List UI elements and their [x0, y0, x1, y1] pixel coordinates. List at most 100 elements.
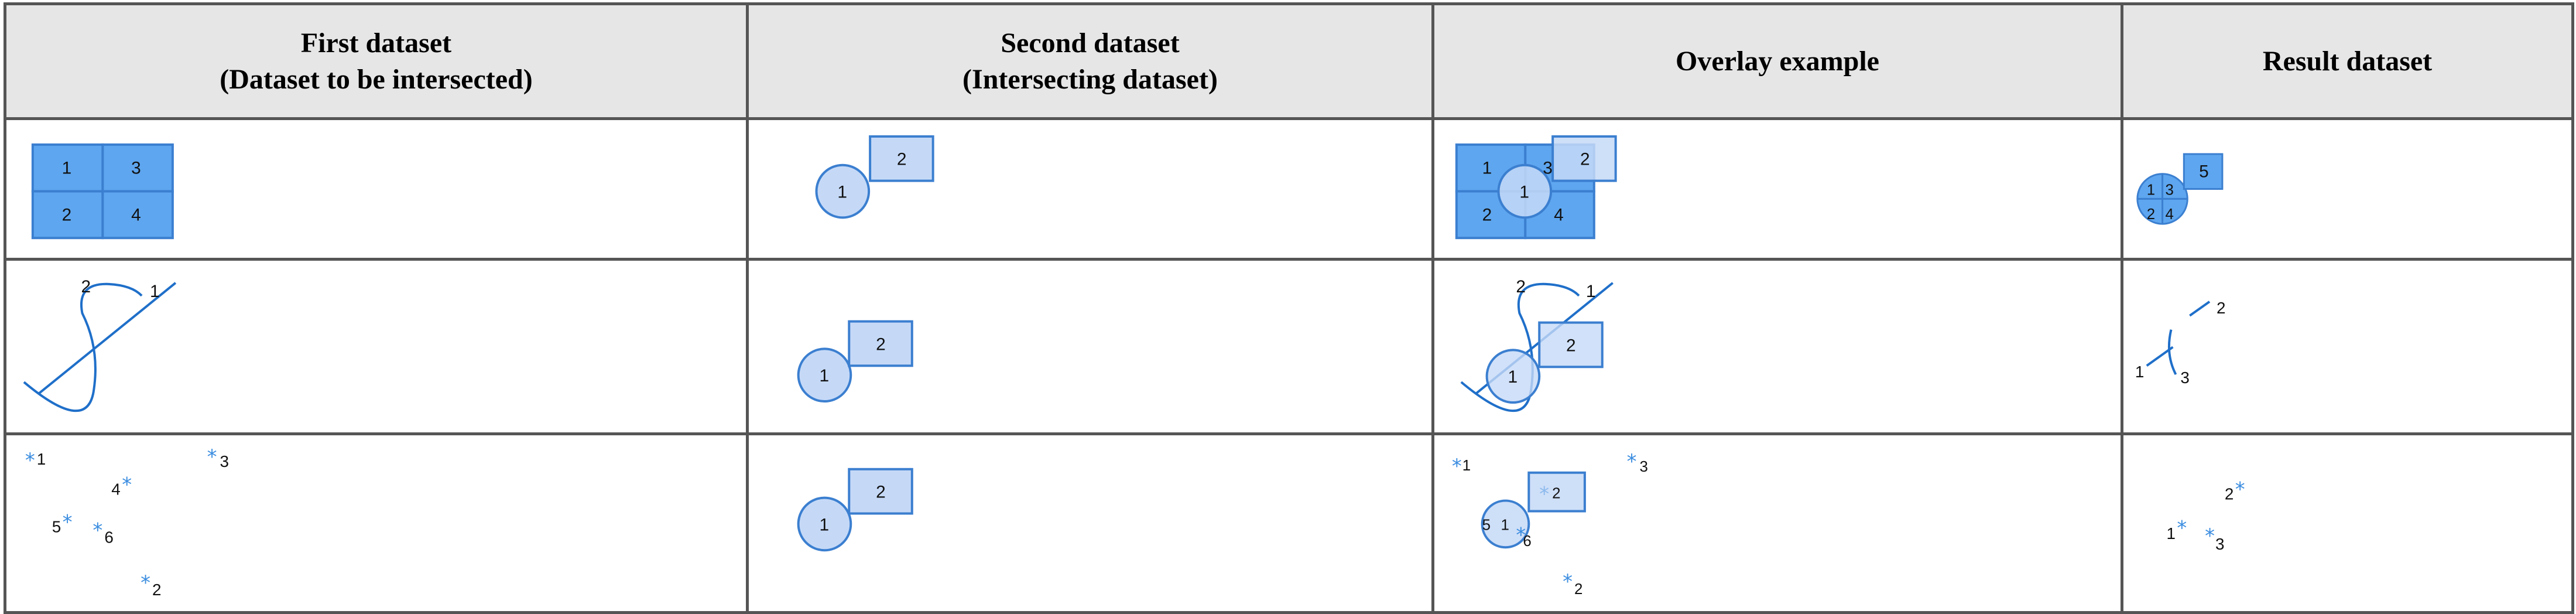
intersect-circle	[815, 163, 871, 219]
result-label-2: 2	[2147, 206, 2155, 223]
result-label-5: 5	[2199, 162, 2209, 182]
overlay-star-4-hidden: *	[1539, 482, 1549, 505]
line-overlay-cell: 2 1 1 2	[1431, 258, 2123, 435]
straight-line-1	[37, 282, 177, 395]
line-first-diagram: 2 1	[23, 277, 177, 412]
overlay-line-circle	[1485, 349, 1541, 404]
line-label-1: 1	[150, 282, 160, 301]
overlay-point-rect-label: 2	[1552, 485, 1560, 502]
point-rect-label: 2	[876, 482, 886, 502]
result-line-label-1: 1	[2135, 363, 2144, 381]
overlay-line-rect-label: 2	[1566, 336, 1576, 355]
point-label-5: 5	[52, 517, 61, 535]
overlay-curve-label: 2	[1516, 277, 1526, 296]
result-line-label-3: 3	[2180, 369, 2189, 387]
result-point-label-2: 2	[2225, 485, 2234, 503]
overlay-label-3: 3	[1543, 159, 1553, 178]
rect-label: 2	[897, 150, 907, 169]
polygon-second-cell: 1 2	[746, 117, 1434, 261]
point-star-1: *	[25, 449, 35, 472]
curve-label-2: 2	[81, 277, 91, 296]
overlay-rect-label: 2	[1580, 150, 1590, 169]
point-second-diagram: 1 2	[797, 468, 913, 552]
overlay-label-2: 2	[1482, 205, 1492, 224]
result-clipped-polygons	[2137, 173, 2188, 224]
point-star-2: *	[141, 571, 150, 594]
line-rect-label: 2	[876, 335, 886, 354]
overlay-rect	[1551, 135, 1617, 182]
result-label-1: 1	[2147, 182, 2155, 198]
overlay-line-label: 1	[1586, 282, 1596, 301]
overlay-label-1: 1	[1482, 159, 1492, 178]
result-star-2: *	[2235, 478, 2245, 501]
line-second-cell: 1 2	[746, 258, 1434, 435]
intersect-rect	[869, 135, 934, 182]
line-circle-label: 1	[819, 366, 829, 386]
line-first-cell: 2 1	[4, 258, 749, 435]
polygon-row: 1 3 2 4 1 2 1 3	[4, 117, 2574, 261]
point-label-6: 6	[104, 528, 114, 546]
point-star-5: *	[63, 510, 73, 533]
overlay-line-rect	[1538, 321, 1604, 369]
point-overlay-diagram: * 1 * 3 5 * 6 * 2 * 1 2	[1452, 450, 1648, 598]
point-overlay-cell: * 1 * 3 5 * 6 * 2 * 1 2	[1431, 432, 2123, 614]
overlay-point-label-1: 1	[1462, 458, 1471, 474]
line-result-diagram: 1 2 3	[2135, 299, 2226, 387]
point-second-cell: 1 2	[746, 432, 1434, 614]
point-star-4: *	[122, 473, 132, 496]
point-star-6: *	[93, 519, 102, 541]
overlay-circle	[1497, 163, 1553, 219]
line-intersect-circle	[797, 347, 852, 403]
polygon-result-cell: 1 3 2 4 5	[2121, 117, 2574, 261]
overlay-point-label-6: 6	[1523, 533, 1531, 550]
point-result-cell: 2 * 1 * * 3	[2121, 432, 2574, 614]
point-intersect-rect	[848, 468, 913, 515]
point-intersect-circle	[797, 496, 852, 552]
point-label-1: 1	[37, 450, 46, 468]
overlay-star-3: *	[1627, 450, 1637, 473]
polygon-cell-2	[31, 190, 104, 240]
header-second-line1: Second dataset	[1001, 27, 1180, 59]
polygon-first-diagram: 1 3 2 4	[31, 143, 174, 240]
result-line-segment-2	[2189, 301, 2211, 317]
overlay-point-rect	[1527, 471, 1586, 513]
polygon-second-diagram: 1 2	[815, 135, 934, 219]
circle-label: 1	[837, 182, 847, 202]
result-curve-segment-3	[2167, 329, 2177, 376]
point-label-4: 4	[111, 480, 121, 498]
line-result-cell: 1 2 3	[2121, 258, 2574, 435]
line-second-diagram: 1 2	[797, 320, 913, 403]
point-star-3: *	[207, 445, 217, 468]
overlay-star-6: *	[1516, 523, 1526, 546]
header-second-line2: (Intersecting dataset)	[962, 63, 1218, 95]
overlay-curve-line	[1460, 282, 1580, 412]
overlay-point-label-5: 5	[1482, 517, 1491, 533]
point-first-cell: * 1 * 3 4 * 5 * * 6 * 2	[4, 432, 749, 614]
result-line-label-2: 2	[2217, 299, 2225, 317]
result-label-4: 4	[2166, 206, 2174, 223]
overlay-label-4: 4	[1554, 205, 1564, 224]
header-first-dataset: First dataset (Dataset to be intersected…	[4, 2, 749, 120]
header-overlay-example: Overlay example	[1431, 2, 2123, 120]
header-overlay-line1: Overlay example	[1676, 45, 1879, 77]
point-row: * 1 * 3 4 * 5 * * 6 * 2 1 2	[4, 432, 2574, 614]
polygon-label-4: 4	[131, 205, 141, 224]
header-result-line1: Result dataset	[2262, 45, 2433, 77]
overlay-point-circle	[1481, 499, 1530, 549]
overlay-circle-label: 1	[1519, 182, 1529, 202]
polygon-label-2: 2	[62, 205, 72, 224]
result-point-label-3: 3	[2215, 535, 2224, 553]
header-first-line1: First dataset	[300, 27, 452, 59]
polygon-overlay-cell: 1 3 2 4 1 2	[1431, 117, 2123, 261]
polygon-label-3: 3	[131, 159, 141, 178]
header-row: First dataset (Dataset to be intersected…	[4, 2, 2574, 120]
line-overlay-diagram: 2 1 1 2	[1460, 277, 1614, 412]
result-label-3: 3	[2166, 182, 2174, 198]
polygon-cell-4	[101, 190, 174, 240]
header-second-dataset: Second dataset (Intersecting dataset)	[746, 2, 1434, 120]
result-rect-5	[2183, 153, 2224, 190]
overlay-point-circle-label: 1	[1501, 517, 1509, 533]
overlay-star-1: *	[1452, 455, 1462, 477]
polygon-overlay-diagram: 1 3 2 4 1 2	[1455, 135, 1617, 240]
